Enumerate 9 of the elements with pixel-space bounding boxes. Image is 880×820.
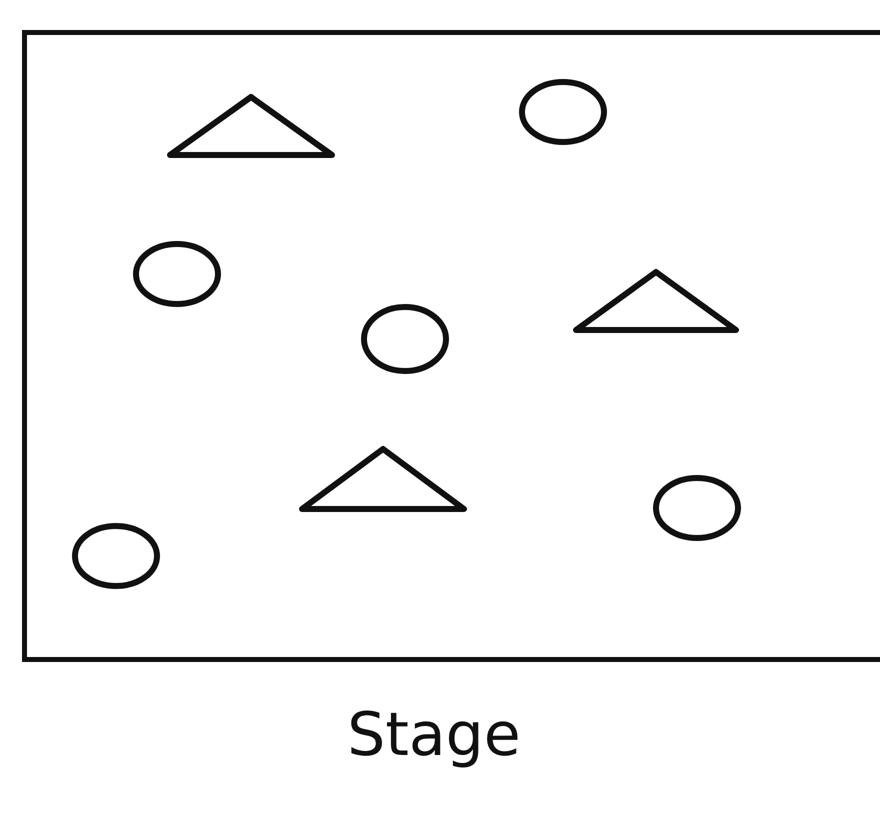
circle-shape: [71, 522, 161, 590]
circle-shape: [360, 303, 450, 375]
triangle-shape: [298, 445, 468, 513]
circle-shape: [652, 474, 742, 542]
circle-shape: [518, 78, 608, 146]
node-label: Stage: [346, 705, 522, 765]
triangle-shape: [572, 268, 740, 334]
triangle-shape: [166, 93, 336, 159]
circle-shape: [132, 240, 222, 308]
